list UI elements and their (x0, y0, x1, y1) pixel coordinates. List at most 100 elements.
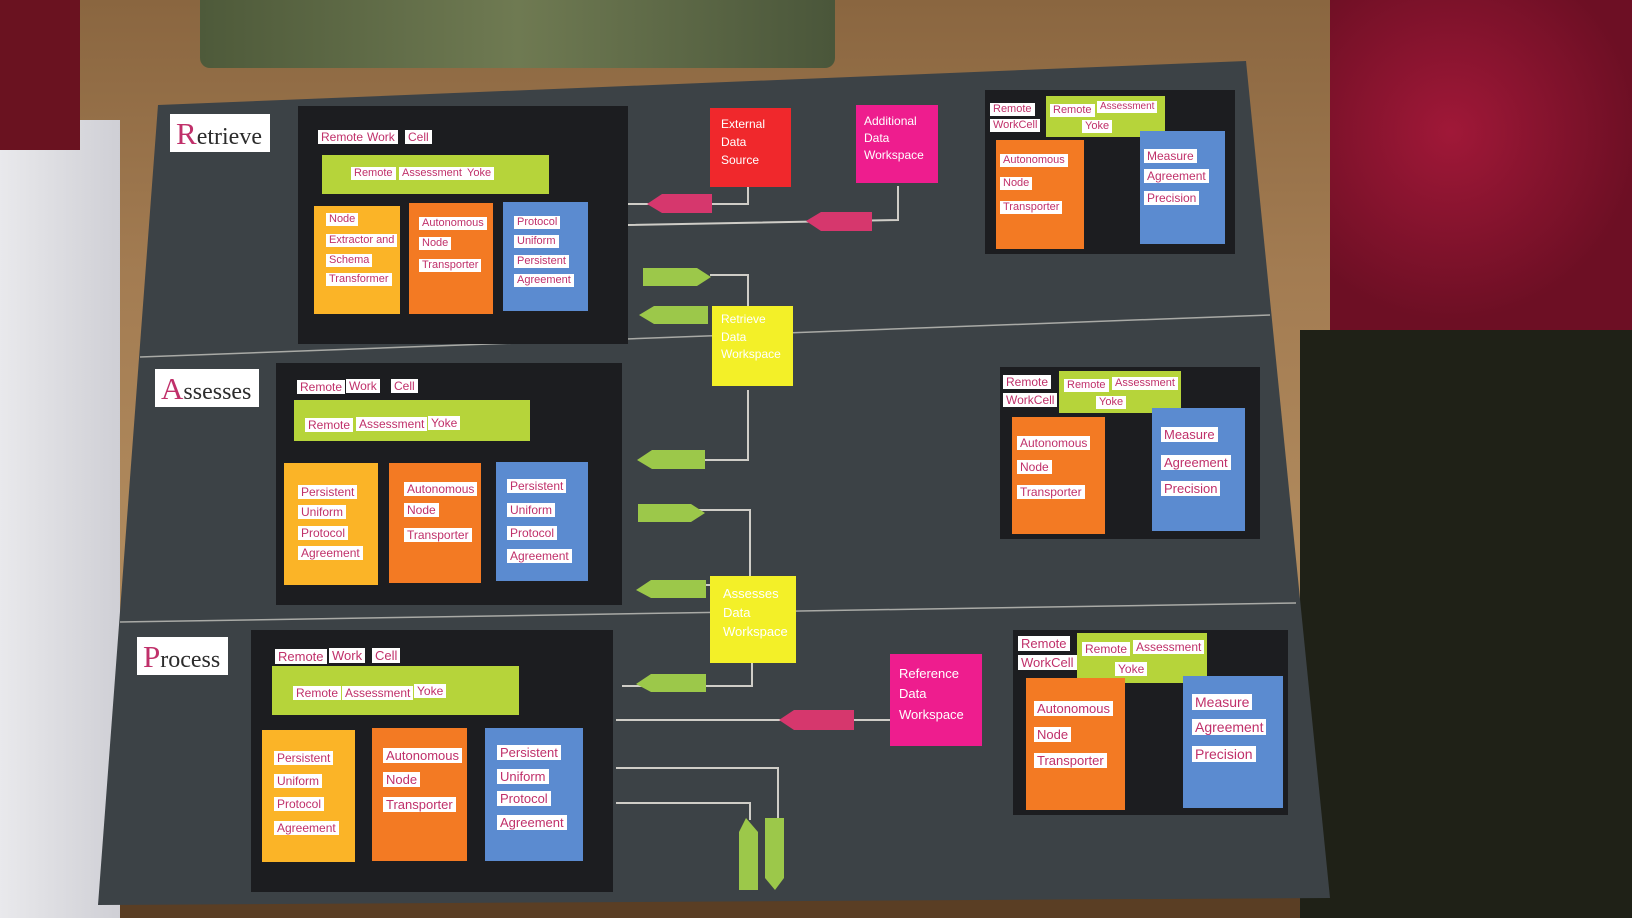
assesses-ws-1: Assesses (723, 586, 779, 601)
red-curtain-left (0, 0, 80, 150)
pupa-3: Protocol (298, 526, 349, 540)
reference-1: Reference (899, 666, 959, 681)
external-1: External (721, 117, 766, 131)
arrow-pink-retrieve-2 (806, 212, 872, 231)
external-2: Data (721, 135, 747, 149)
ant-2: Node (404, 503, 439, 517)
ray-right-yoke: Yoke (1115, 662, 1148, 676)
arrow-green-retrieve-2 (639, 306, 708, 324)
reference-data-workspace-card (890, 654, 982, 746)
card-ant-assesses (389, 463, 481, 583)
section-title-text: Retrieve (176, 118, 262, 150)
white-cloth (0, 120, 120, 918)
rwc-remote: Remote (297, 380, 346, 394)
card-ant-process-right (1026, 678, 1125, 810)
ray-right-assessment: Assessment (1097, 101, 1158, 113)
ant-1: Autonomous (419, 217, 487, 230)
pupa-b-3: Protocol (497, 791, 551, 806)
map-r2-2: Agreement (1161, 455, 1231, 470)
rwc-right-workcell: WorkCell (1003, 393, 1058, 407)
arrow-green-down-2 (765, 818, 784, 890)
reference-3: Workspace (899, 707, 964, 722)
rwc-right-workcell: WorkCell (1018, 655, 1077, 670)
arrow-green-assesses-1 (637, 450, 705, 469)
pupa-b-2: Uniform (507, 503, 556, 517)
rwc-cell: Cell (391, 379, 418, 393)
map-r2-3: Precision (1161, 481, 1221, 496)
card-pupa-assesses (284, 463, 378, 585)
section-title-rest: etrieve (196, 124, 262, 150)
rwc-remote: Remote (318, 130, 367, 144)
map-r3-3: Precision (1192, 746, 1256, 762)
assesses-ws-2: Data (723, 605, 751, 620)
section-title-rest: rocess (160, 647, 221, 673)
ray-remote: Remote (351, 167, 396, 180)
ant-3: Transporter (404, 528, 472, 542)
ant-r1-1: Autonomous (1000, 154, 1068, 167)
additional-3: Workspace (864, 148, 924, 162)
ray-right-yoke: Yoke (1082, 120, 1113, 133)
retrieve-ws-3: Workspace (721, 347, 781, 361)
rwc-remote: Remote (275, 649, 327, 664)
ant-r2-1: Autonomous (1017, 436, 1091, 450)
ant-r1-2: Node (1000, 177, 1033, 190)
neast-2: Extractor and (326, 234, 398, 247)
neast-4: Transformer (326, 273, 392, 286)
card-ant-assesses-right (1012, 417, 1105, 534)
section-title-assesses: Assesses (155, 369, 260, 407)
ray-right-assessment: Assessment (1133, 640, 1205, 654)
pupa-3: Protocol (274, 797, 325, 811)
section-title-initial: R (176, 116, 197, 151)
section-title-retrieve: Retrieve (170, 114, 270, 152)
ant-r2-3: Transporter (1017, 485, 1085, 499)
ant-r3-2: Node (1034, 727, 1072, 742)
section-title-initial: P (143, 639, 161, 674)
map-r1-3: Precision (1144, 191, 1200, 205)
card-map-retrieve-right (1140, 131, 1225, 244)
additional-2: Data (864, 131, 890, 145)
ray-right-remote: Remote (1082, 642, 1131, 656)
map-r3-2: Agreement (1192, 719, 1267, 735)
ant-1: Autonomous (404, 482, 478, 496)
ray-assessment: Assessment (399, 167, 465, 180)
rwc-work: Work (364, 130, 398, 144)
ray-assessment: Assessment (342, 686, 414, 700)
arrow-pink-process (779, 710, 854, 730)
neast-1: Node (326, 213, 359, 226)
arrow-green-assesses-3 (636, 580, 706, 598)
arrow-green-assesses-2 (638, 504, 705, 522)
section-title-process: Process (137, 637, 229, 675)
pupa-1: Persistent (274, 751, 334, 765)
map-r1-1: Measure (1144, 149, 1197, 163)
placemat-photo (200, 0, 835, 68)
ant-2: Node (383, 772, 421, 787)
reference-2: Data (899, 686, 927, 701)
ray-right-remote: Remote (1064, 379, 1109, 392)
ray-remote: Remote (293, 686, 342, 700)
external-data-source-card (710, 108, 791, 187)
arrow-pink-retrieve-1 (647, 194, 712, 213)
retrieve-ws-2: Data (721, 330, 747, 344)
ant-r3-3: Transporter (1034, 753, 1107, 768)
upap-1: Protocol (514, 216, 561, 229)
rwc-right-remote: Remote (990, 103, 1035, 116)
red-cushion (1330, 0, 1632, 330)
upap-2: Uniform (514, 235, 559, 248)
dark-floor (1300, 330, 1632, 918)
arrow-green-down-1 (739, 818, 758, 890)
assesses-data-workspace-card (710, 576, 796, 663)
ant-r2-2: Node (1017, 460, 1052, 474)
map-r3-1: Measure (1192, 694, 1253, 710)
ray-right-remote: Remote (1050, 104, 1095, 117)
rwc-right-remote: Remote (1018, 636, 1070, 651)
map-r2-1: Measure (1161, 427, 1218, 442)
rwc-cell: Cell (372, 648, 401, 663)
upap-4: Agreement (514, 274, 574, 287)
ant-r1-3: Transporter (1000, 201, 1063, 214)
ray-yoke: Yoke (428, 416, 461, 430)
ray-right-yoke: Yoke (1096, 396, 1127, 409)
map-r1-2: Agreement (1144, 169, 1209, 183)
pupa-4: Agreement (274, 821, 339, 835)
